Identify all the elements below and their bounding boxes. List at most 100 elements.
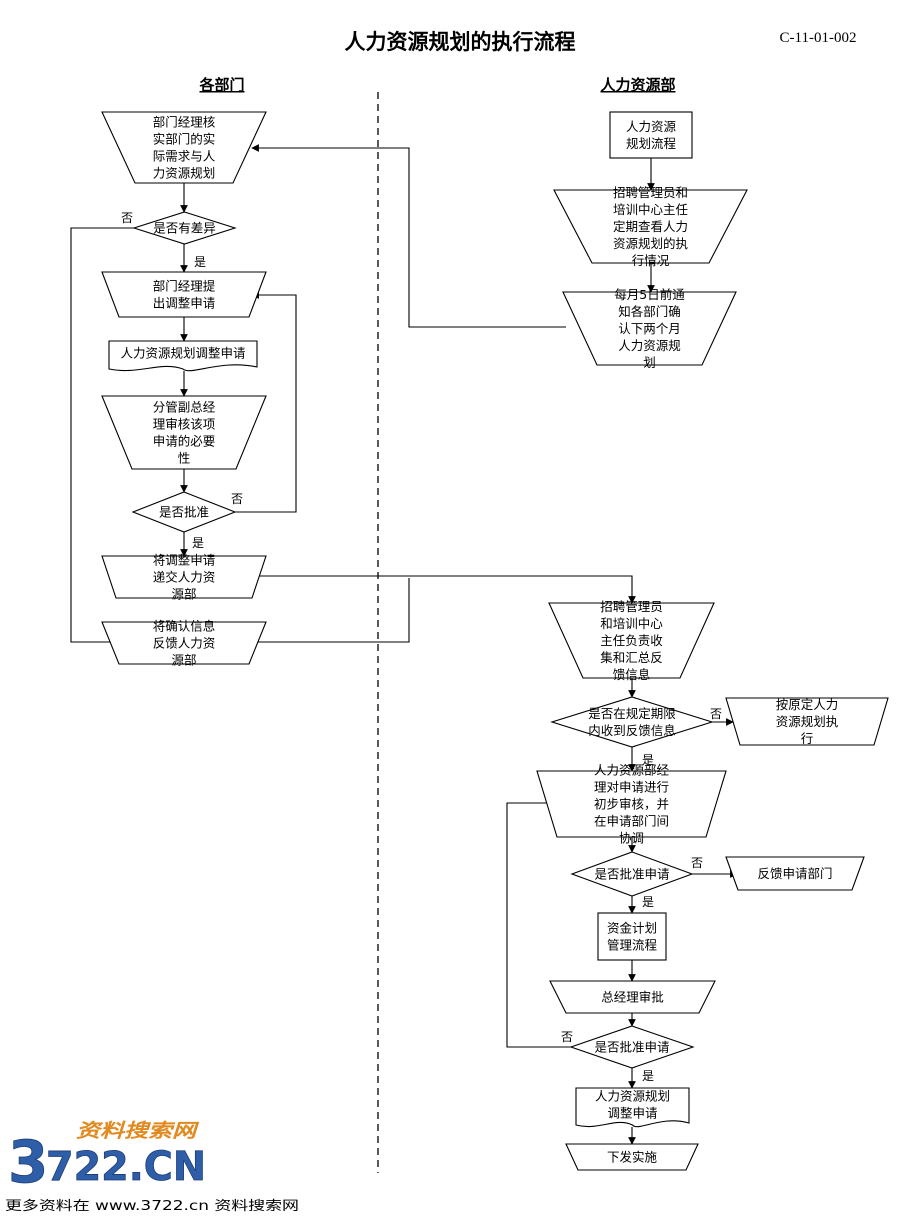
edge-label-yes-approve1: 是 (192, 536, 204, 550)
node-shape-d-deadline (550, 696, 714, 748)
node-label-n-vp: 性 (178, 451, 191, 466)
node-shape-n-feedback (725, 856, 865, 891)
lane-header-departments: 各部门 (198, 76, 244, 94)
node-label-n-mgr: 理对申请进行 (594, 780, 669, 795)
node-shape-doc-adjust (575, 1087, 690, 1128)
node-label-n-submit: 将调整申请 (153, 553, 216, 568)
node-label-d-diff: 是否有差异 (153, 221, 216, 236)
edge-label-no-approve1: 否 (231, 492, 243, 506)
node-label-n-hr-plan: 规划流程 (626, 136, 677, 151)
node-label-n-vp: 理审核该项 (153, 417, 216, 432)
node-shape-n-mgr (536, 770, 727, 838)
node-shape-n-fund (597, 912, 667, 961)
edge-label-yes-approve2: 是 (642, 895, 654, 909)
node-d-approve3: 是否批准申请 (569, 1025, 695, 1069)
watermark-logo: 3 722.CN 资料搜索网 更多资料在 www.3722.cn 资料搜索网 (5, 1120, 299, 1214)
node-label-n-collect: 和培训中心 (600, 616, 663, 631)
node-shape-n-review (553, 189, 748, 264)
node-label-n-notify: 划 (643, 355, 656, 370)
node-d-approve2: 是否批准申请 (570, 851, 694, 897)
node-label-n-fund: 资金计划 (607, 921, 657, 936)
node-label-d-approve1: 是否批准 (159, 505, 209, 520)
node-label-n-keep: 资源规划执 (776, 714, 839, 729)
watermark-logo-digit: 3 (8, 1128, 48, 1196)
node-label-n-propose: 出调整申请 (153, 296, 216, 311)
node-label-doc-adjust: 人力资源规划 (595, 1089, 670, 1104)
node-label-n-collect: 集和汇总反 (600, 650, 663, 665)
watermark-footer: 更多资料在 www.3722.cn 资料搜索网 (5, 1198, 299, 1214)
node-label-n-gm: 总经理审批 (601, 990, 664, 1005)
node-shape-n-propose (101, 271, 267, 318)
node-shape-n-submit (101, 555, 267, 599)
node-label-n-review: 培训中心主任 (613, 202, 688, 217)
node-label-n-submit: 递交人力资 (153, 570, 216, 585)
node-n-gm: 总经理审批 (549, 980, 716, 1014)
edge-label-no-deadline: 否 (710, 707, 722, 721)
node-label-n-fund: 管理流程 (607, 938, 658, 953)
node-label-n-collect: 招聘管理员 (600, 599, 663, 614)
node-label-n-confirm: 源部 (171, 653, 196, 668)
node-label-n-vp: 分管副总经 (153, 400, 216, 415)
node-shape-d-diff (132, 211, 237, 245)
node-label-n-mgr: 在申请部门间 (594, 814, 669, 829)
edge-label-yes-deadline: 是 (642, 753, 654, 767)
node-label-n-propose: 部门经理提 (153, 279, 216, 294)
node-shape-d-approve1 (131, 491, 237, 533)
node-doc-request: 人力资源规划调整申请 (108, 340, 258, 372)
node-shape-n-issue (565, 1143, 699, 1171)
node-shape-d-approve3 (569, 1025, 695, 1069)
node-label-n-feedback: 反馈申请部门 (757, 866, 832, 881)
node-label-n-vp: 申请的必要 (153, 434, 216, 449)
node-shape-n-confirm (101, 621, 267, 665)
node-label-doc-adjust: 调整申请 (607, 1106, 657, 1121)
node-shape-n-keep (725, 697, 889, 746)
lane-header-hr: 人力资源部 (600, 76, 675, 94)
node-shape-n-hr-plan (609, 111, 693, 159)
node-label-n-confirm: 反馈人力资 (153, 636, 216, 651)
node-label-d-deadline: 是否在规定期限 (588, 706, 676, 721)
node-shape-n-vp (101, 395, 267, 470)
watermark-logo-text: 722.CN (46, 1144, 206, 1190)
node-label-n-mgr: 人力资源部经 (594, 763, 670, 778)
node-label-n-collect: 主任负责收 (600, 633, 663, 648)
node-label-n-keep: 行 (801, 731, 814, 746)
node-label-d-approve3: 是否批准申请 (594, 1040, 669, 1055)
node-label-n-check: 际需求与人 (153, 149, 216, 164)
node-label-n-check: 部门经理核 (153, 115, 216, 130)
node-label-n-issue: 下发实施 (607, 1150, 658, 1165)
node-shape-n-gm (549, 980, 716, 1014)
node-label-n-review: 资源规划的执 (613, 236, 689, 251)
edge-label-no-approve2: 否 (691, 856, 703, 870)
node-label-doc-request: 人力资源规划调整申请 (120, 346, 245, 361)
node-d-approve1: 是否批准 (131, 491, 237, 533)
node-shape-doc-request (108, 340, 258, 372)
node-n-feedback: 反馈申请部门 (725, 856, 865, 891)
edge-label-yes-approve3: 是 (642, 1069, 654, 1083)
node-shape-n-collect (548, 602, 715, 679)
node-label-n-review: 招聘管理员和 (613, 185, 688, 200)
node-d-diff: 是否有差异 (132, 211, 237, 245)
node-shape-d-approve2 (570, 851, 694, 897)
document-code: C-11-01-002 (780, 30, 857, 46)
node-label-n-notify: 每月5日前通 (614, 287, 685, 302)
node-label-n-check: 力资源规划 (153, 166, 216, 181)
node-shape-n-notify (562, 291, 737, 366)
node-label-n-review: 行情况 (632, 253, 670, 268)
watermark-slogan: 资料搜索网 (76, 1120, 200, 1142)
edge-label-yes-diff: 是 (194, 255, 206, 269)
node-label-d-deadline: 内收到反馈信息 (588, 723, 676, 738)
node-label-n-mgr: 协调 (619, 831, 644, 846)
node-label-n-confirm: 将确认信息 (153, 619, 216, 634)
node-label-n-collect: 馈信息 (613, 667, 651, 682)
